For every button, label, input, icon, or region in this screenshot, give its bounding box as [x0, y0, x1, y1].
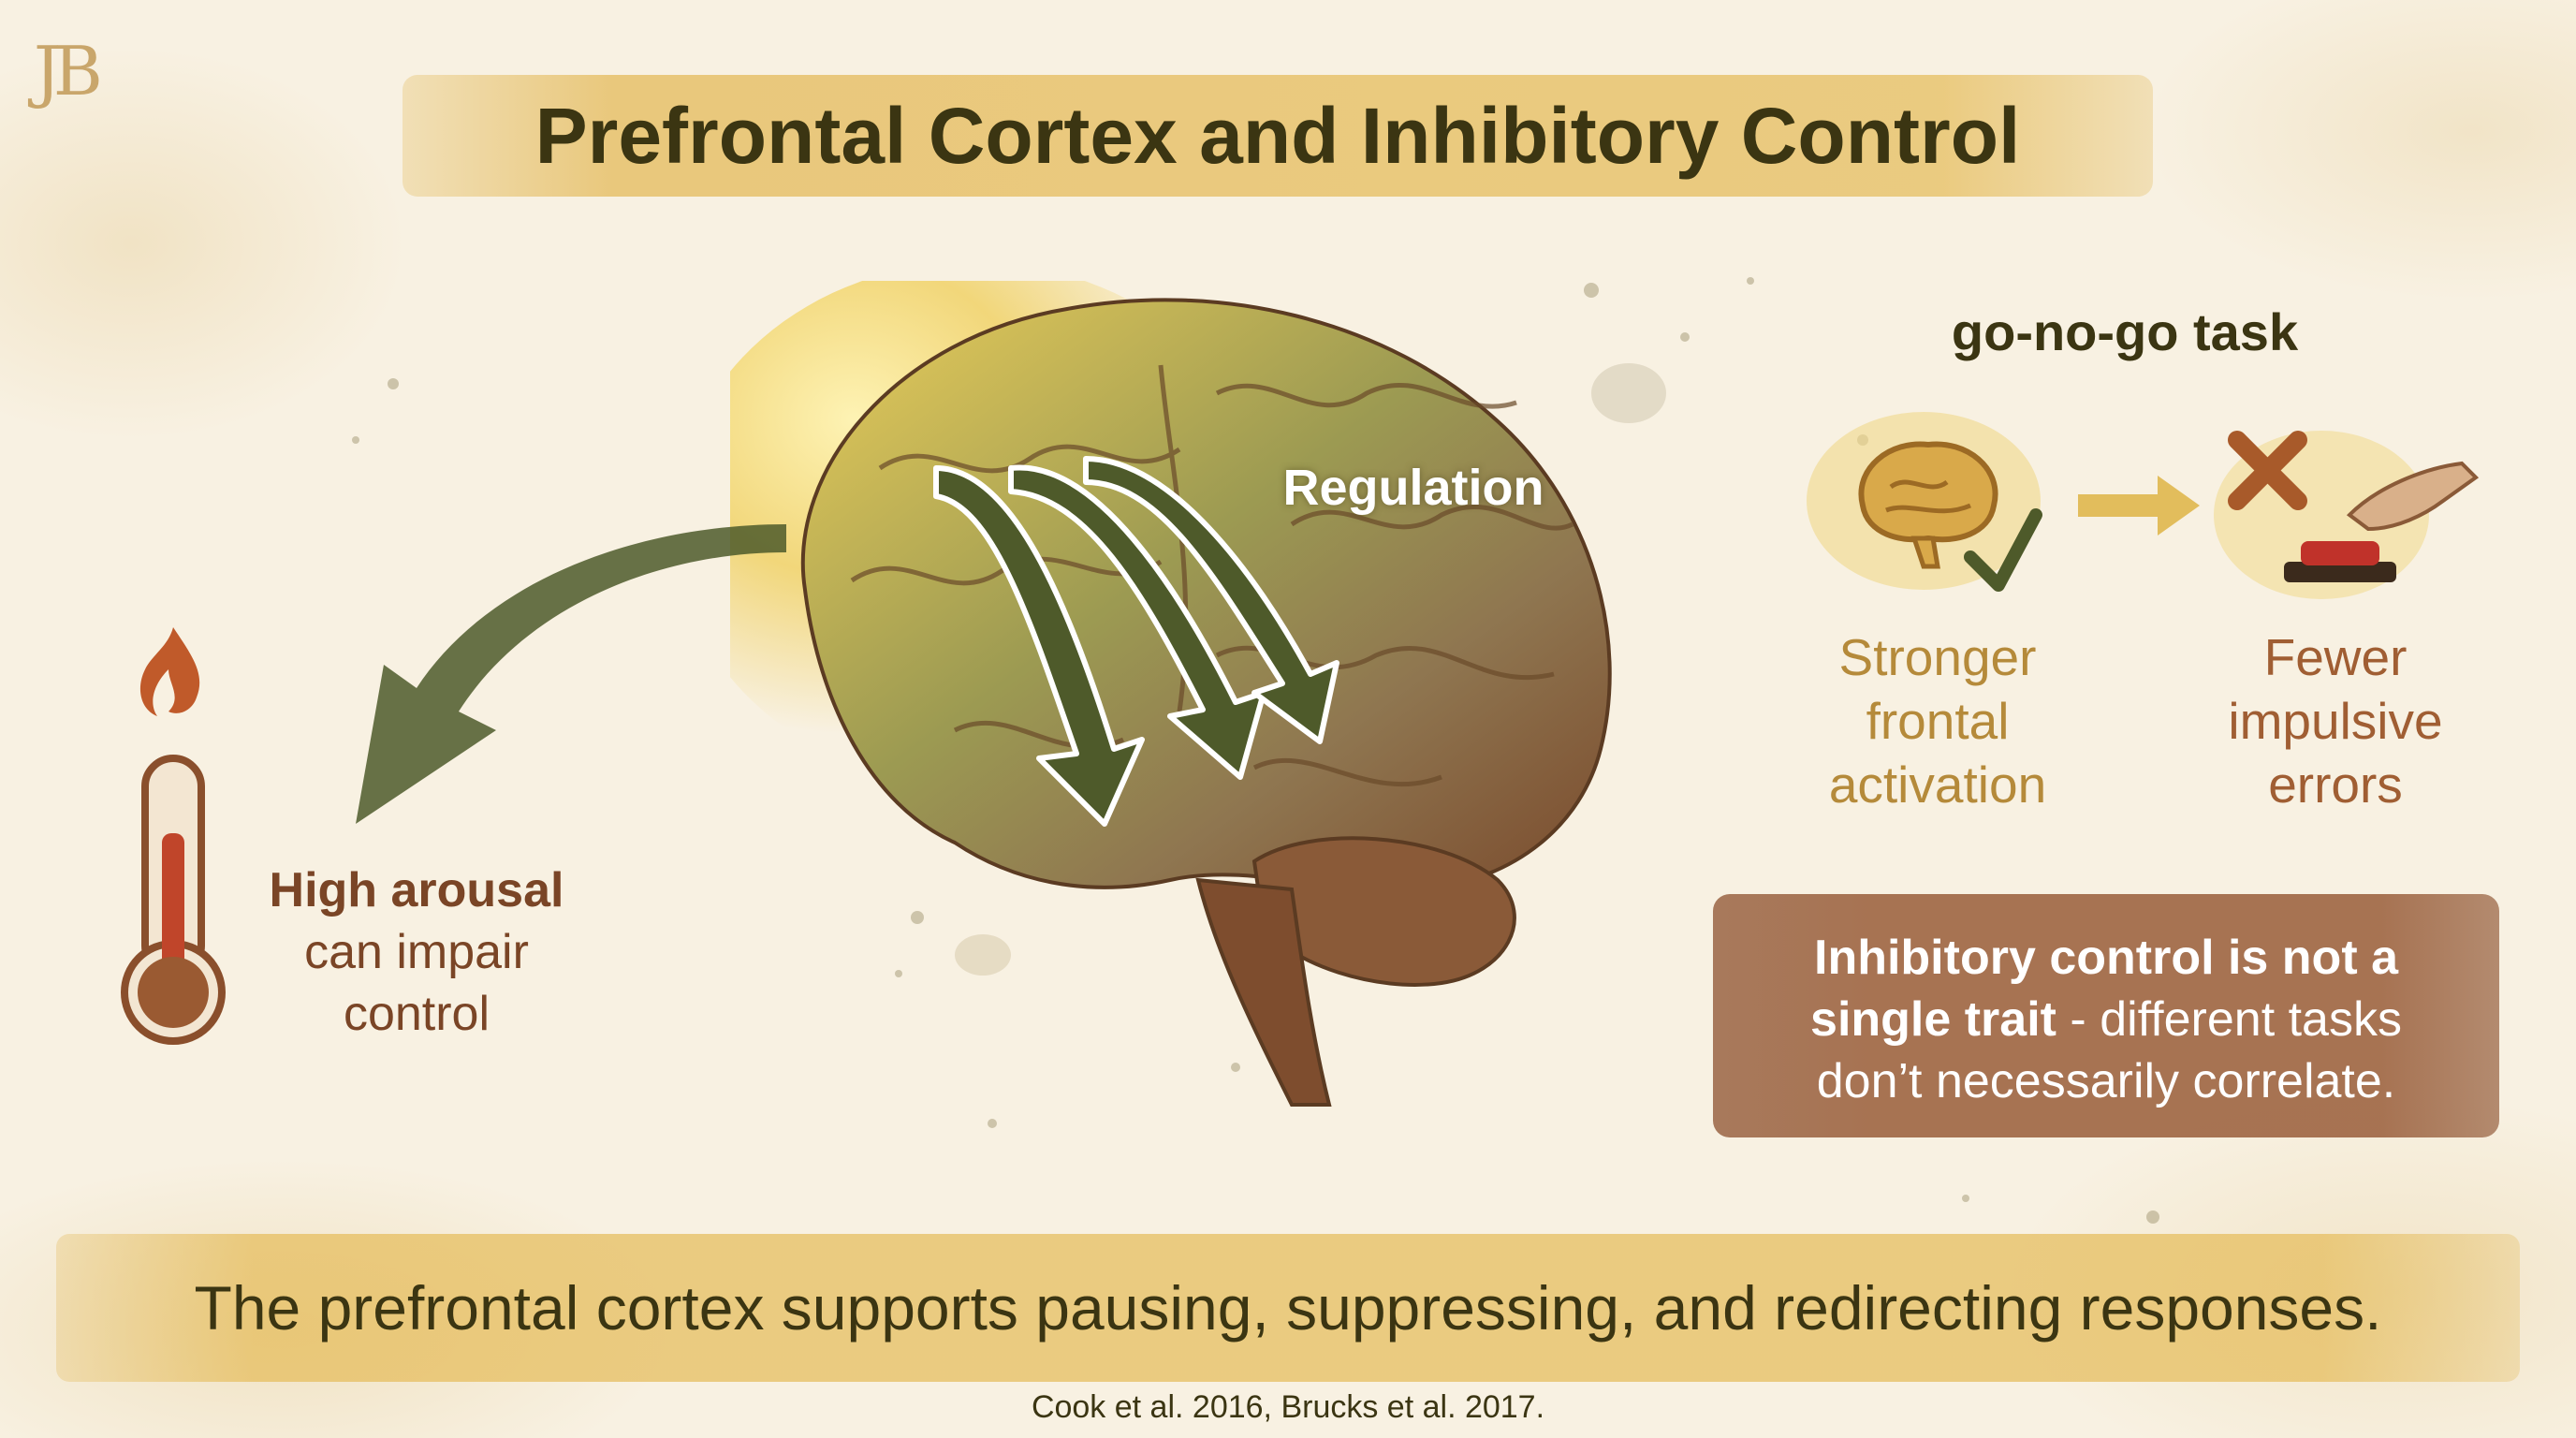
arousal-line-1: High arousal — [269, 863, 564, 917]
stronger-activation-text: Stronger frontal activation — [1769, 625, 2106, 816]
fewer-line-1: Fewer — [2263, 628, 2408, 686]
fewer-line-3: errors — [2268, 756, 2403, 814]
task-heading: go-no-go task — [1951, 302, 2299, 361]
page-title: Prefrontal Cortex and Inhibitory Control — [534, 91, 2021, 180]
button-press-icon — [2214, 431, 2480, 599]
callout-line-2-rest: - different tasks — [2056, 992, 2402, 1047]
brain-illustration — [730, 281, 1612, 1107]
thermometer-icon — [121, 627, 226, 1045]
arousal-arrow — [356, 524, 786, 824]
brain-check-icon — [1807, 412, 2042, 592]
regulation-label: Regulation — [1282, 460, 1544, 516]
summary-banner — [56, 1234, 2520, 1382]
summary-text: The prefrontal cortex supports pausing, … — [194, 1273, 2382, 1343]
arrow-right-icon — [2078, 476, 2200, 536]
jb-logo: JB — [34, 32, 103, 110]
fewer-errors-text: Fewer impulsive errors — [2172, 625, 2499, 816]
stronger-line-3: activation — [1828, 756, 2047, 814]
title-banner — [402, 75, 2153, 197]
arousal-line-3: control — [343, 987, 490, 1041]
callout-text: Inhibitory control is not a single trait… — [1732, 927, 2481, 1112]
callout-line-2: single trait - different tasks — [1732, 989, 2481, 1050]
callout-box — [1713, 894, 2499, 1137]
stronger-line-1: Stronger — [1838, 628, 2037, 686]
callout-bold-trait: single trait — [1810, 992, 2056, 1047]
callout-line-3: don’t necessarily correlate. — [1816, 1054, 2396, 1108]
arousal-text: High arousal can impair control — [215, 859, 618, 1045]
citation: Cook et al. 2016, Brucks et al. 2017. — [1031, 1389, 1545, 1425]
fewer-line-2: impulsive — [2228, 692, 2443, 750]
arousal-line-2: can impair — [304, 925, 529, 979]
callout-line-1: Inhibitory control is not a — [1814, 931, 2398, 985]
stronger-line-2: frontal — [1866, 692, 2010, 750]
